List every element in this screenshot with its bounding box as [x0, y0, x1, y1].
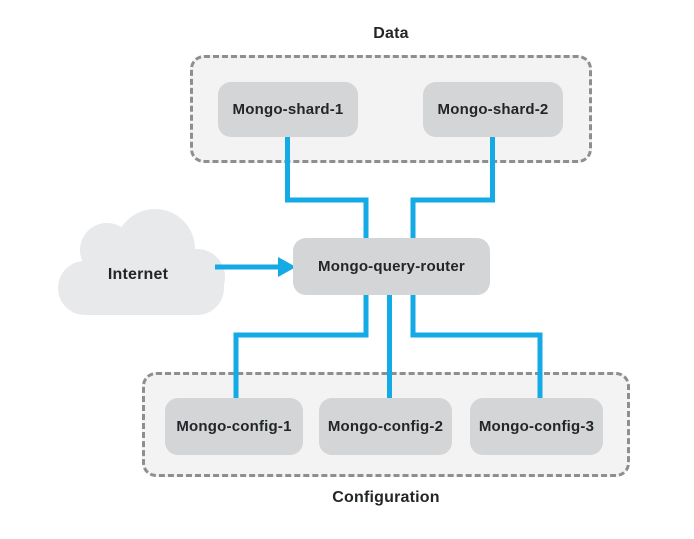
- node-mongo-config-1: Mongo-config-1: [165, 398, 303, 455]
- arrowhead-icon: [278, 257, 296, 277]
- node-label: Mongo-shard-1: [232, 101, 344, 118]
- node-label: Mongo-config-3: [478, 418, 595, 435]
- connector-router-config3: [410, 290, 543, 404]
- node-mongo-shard-2: Mongo-shard-2: [423, 82, 563, 137]
- cloud-icon: [58, 209, 225, 315]
- connector-shard2-router: [410, 132, 495, 244]
- node-label: Mongo-shard-2: [437, 101, 549, 118]
- node-label: Mongo-config-1: [176, 418, 292, 435]
- connector-router-config1: [233, 290, 369, 404]
- config-group-label: Configuration: [332, 489, 440, 506]
- internet-label: Internet: [107, 266, 169, 283]
- node-label: Mongo-query-router: [318, 258, 465, 275]
- node-label: Mongo-config-2: [327, 418, 444, 435]
- data-group-label: Data: [373, 25, 409, 42]
- node-mongo-shard-1: Mongo-shard-1: [218, 82, 358, 137]
- node-mongo-query-router: Mongo-query-router: [293, 238, 490, 295]
- node-mongo-config-3: Mongo-config-3: [470, 398, 603, 455]
- connector-shard1-router: [285, 132, 369, 244]
- node-mongo-config-2: Mongo-config-2: [319, 398, 452, 455]
